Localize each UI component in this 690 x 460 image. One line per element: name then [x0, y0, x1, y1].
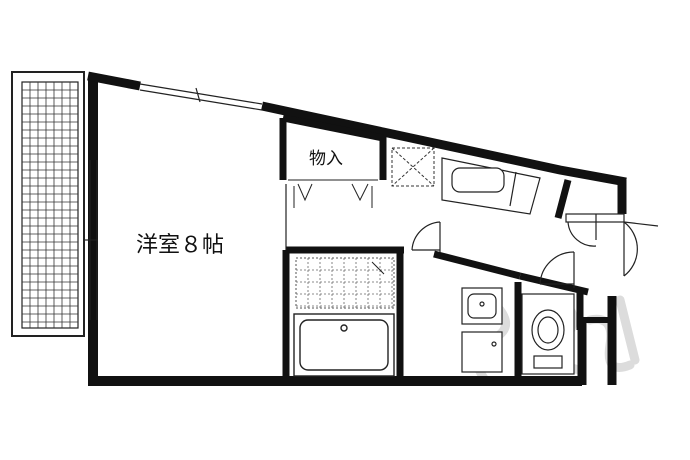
western-room-label: 洋室８帖 [136, 233, 224, 258]
entrance-door [565, 213, 659, 277]
washbasin-icon [461, 287, 503, 373]
fridge-space [391, 147, 435, 187]
outer-walls [87, 71, 627, 386]
balcony-grid [22, 82, 78, 328]
kitchen-counter [441, 157, 541, 215]
shower-area [295, 257, 395, 309]
top-window [139, 83, 263, 111]
kitchen-sink-icon [451, 167, 505, 193]
toilet-icon [521, 293, 575, 375]
toilet-door-swing [539, 251, 575, 288]
closet-label: 物入 [309, 149, 343, 169]
bathtub-icon [293, 313, 395, 377]
interior-walls [279, 114, 589, 381]
door-swing-icon [411, 221, 441, 252]
balcony-door [84, 160, 98, 320]
closet: 物入 [288, 149, 378, 208]
balcony [11, 71, 85, 337]
